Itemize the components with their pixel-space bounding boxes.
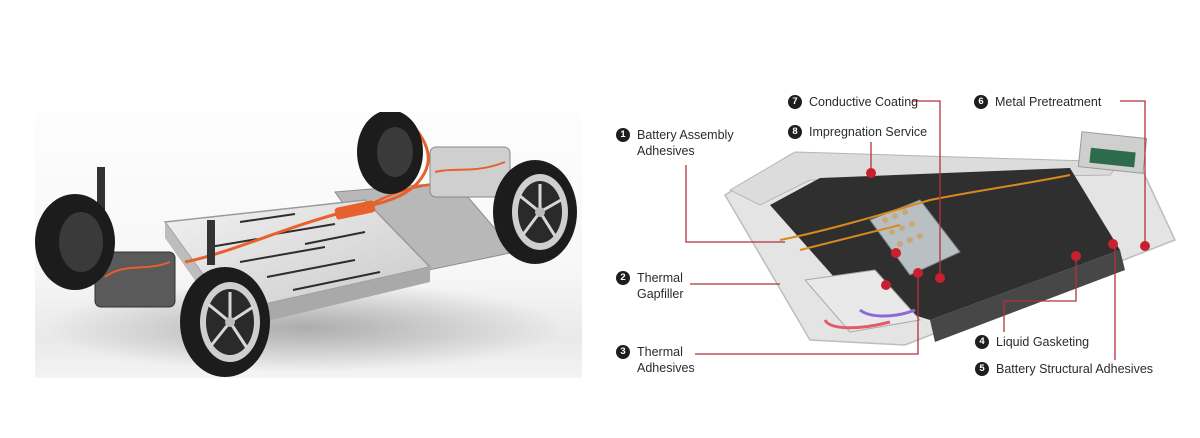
wheel-rear-left xyxy=(357,112,423,194)
callout-metal-pretreatment: 6 Metal Pretreatment xyxy=(974,94,1101,110)
ev-chassis-illustration xyxy=(35,112,577,377)
ev-chassis-image xyxy=(35,112,582,378)
callout-text: Impregnation Service xyxy=(809,125,928,139)
callout-battery-structural-adhesives: 5 Battery Structural Adhesives xyxy=(975,361,1153,377)
callout-text: Gapfiller xyxy=(637,287,684,301)
callout-text: Battery Assembly xyxy=(637,128,734,142)
battery-pack-diagram: 1 Battery Assembly Adhesives 2 Thermal G… xyxy=(600,80,1200,400)
callout-thermal-gapfiller: 2 Thermal Gapfiller xyxy=(616,270,684,302)
callout-text: Adhesives xyxy=(637,144,695,158)
callout-text: Thermal xyxy=(637,271,683,285)
callout-text: Liquid Gasketing xyxy=(996,335,1090,349)
callout-impregnation-service: 8 Impregnation Service xyxy=(788,124,927,140)
callout-text: Thermal xyxy=(637,345,683,359)
wheel-front-left xyxy=(35,194,115,290)
callout-number-badge: 6 xyxy=(974,95,988,109)
callout-number-badge: 2 xyxy=(616,271,630,285)
callout-liquid-gasketing: 4 Liquid Gasketing xyxy=(975,334,1089,350)
callout-text: Battery Structural Adhesives xyxy=(996,362,1154,376)
callout-number-badge: 1 xyxy=(616,128,630,142)
callout-thermal-adhesives: 3 Thermal Adhesives xyxy=(616,344,695,376)
callout-conductive-coating: 7 Conductive Coating xyxy=(788,94,918,110)
callout-number-badge: 8 xyxy=(788,125,802,139)
callout-text: Metal Pretreatment xyxy=(995,95,1102,109)
callout-number-badge: 5 xyxy=(975,362,989,376)
callout-text: Adhesives xyxy=(637,361,695,375)
callout-number-badge: 3 xyxy=(616,345,630,359)
battery-pack-illustration xyxy=(685,100,1177,360)
callout-number-badge: 4 xyxy=(975,335,989,349)
callout-text: Conductive Coating xyxy=(809,95,919,109)
wheel-rear-right xyxy=(493,160,577,264)
callout-number-badge: 7 xyxy=(788,95,802,109)
callout-battery-assembly-adhesives: 1 Battery Assembly Adhesives xyxy=(616,127,734,159)
wheel-front-right xyxy=(180,267,270,377)
